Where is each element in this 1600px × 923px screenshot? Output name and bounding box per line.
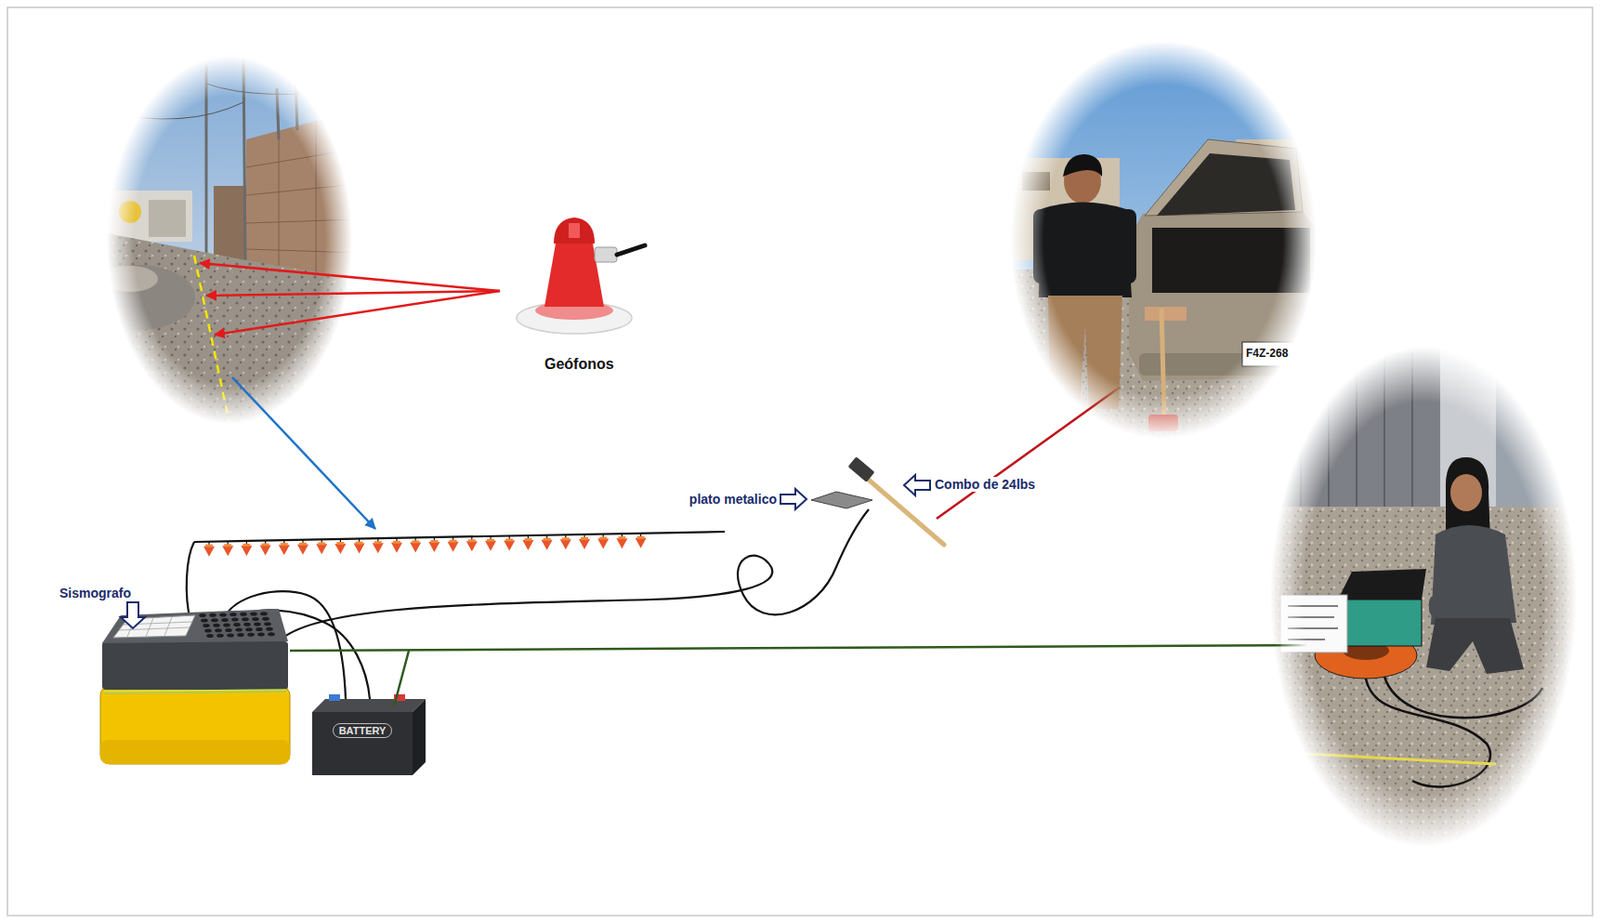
battery-label: BATTERY bbox=[332, 722, 394, 738]
geophone-symbol bbox=[297, 539, 309, 555]
keypad-key bbox=[236, 632, 245, 637]
keypad-key bbox=[253, 622, 262, 627]
geophone-symbol bbox=[522, 535, 534, 551]
keypad-key bbox=[255, 627, 263, 631]
geophone-symbol bbox=[485, 536, 497, 551]
spread-arrow bbox=[232, 377, 376, 529]
geophone-arrows bbox=[199, 262, 500, 335]
street-photo bbox=[83, 51, 358, 437]
keypad-key bbox=[241, 616, 250, 621]
hammer-label: Combo de 24lbs bbox=[932, 476, 1037, 492]
keypad-key bbox=[233, 622, 241, 627]
geophone-symbol bbox=[635, 533, 647, 549]
keypad-key bbox=[202, 623, 210, 628]
plate-pointer bbox=[780, 488, 807, 510]
keypad-key bbox=[247, 632, 255, 637]
keypad-key bbox=[245, 627, 253, 631]
keypad-key bbox=[204, 629, 212, 633]
keypad-key bbox=[239, 612, 248, 617]
keypad-key bbox=[257, 632, 265, 637]
keypad-key bbox=[265, 627, 274, 631]
keypad-key bbox=[212, 623, 221, 628]
keypad-key bbox=[226, 632, 235, 637]
geophone-symbol bbox=[560, 534, 572, 550]
geophone-symbol bbox=[278, 539, 290, 555]
keypad-key bbox=[210, 617, 219, 622]
geophone-symbol bbox=[447, 537, 460, 552]
keypad-key bbox=[235, 628, 243, 632]
metal-plate bbox=[811, 491, 873, 509]
geophone-symbol bbox=[578, 534, 591, 550]
geophone-symbol bbox=[409, 537, 421, 552]
geophone-symbol bbox=[372, 537, 384, 553]
keypad-key bbox=[224, 628, 233, 632]
geophone-symbol bbox=[466, 536, 478, 551]
keypad-key bbox=[209, 613, 217, 617]
geophone-label: Geófonos bbox=[544, 355, 615, 373]
keypad-key bbox=[231, 617, 239, 622]
geophone-icon bbox=[516, 217, 645, 334]
keypad-key bbox=[219, 612, 227, 617]
geophone-symbol bbox=[597, 534, 609, 550]
geophone-symbol bbox=[391, 537, 403, 553]
sledgehammer bbox=[848, 456, 945, 545]
seismograph-label: Sismografo bbox=[59, 585, 132, 601]
keypad-key bbox=[249, 612, 258, 617]
geophone-spread bbox=[203, 533, 647, 557]
geophone-symbol bbox=[503, 535, 515, 551]
keypad-key bbox=[214, 628, 223, 632]
plate-label: plato metalico bbox=[689, 491, 777, 507]
keypad-key bbox=[200, 618, 209, 623]
geophone-symbol bbox=[222, 540, 234, 556]
geophone-symbol bbox=[541, 535, 553, 551]
geophone-symbol bbox=[260, 540, 272, 556]
cables bbox=[186, 509, 869, 699]
seismograph-drawing bbox=[100, 602, 290, 764]
geophone-symbol bbox=[203, 541, 215, 557]
battery-box: BATTERY bbox=[312, 711, 413, 775]
geophone-symbol bbox=[354, 538, 366, 554]
keypad-key bbox=[263, 621, 272, 626]
geophone-symbol bbox=[315, 538, 328, 554]
keypad-key bbox=[222, 622, 231, 627]
keypad-key bbox=[260, 611, 268, 616]
keypad-key bbox=[243, 622, 251, 627]
seismograph-arrow bbox=[289, 644, 1330, 707]
hammer-pointer bbox=[904, 474, 931, 496]
seismograph-photo bbox=[1268, 343, 1580, 851]
keypad-key bbox=[251, 616, 260, 621]
keypad-key bbox=[267, 631, 276, 636]
keypad-key bbox=[221, 617, 229, 622]
keypad-key bbox=[216, 633, 224, 638]
battery-drawing bbox=[312, 694, 426, 775]
keypad-key bbox=[262, 616, 270, 621]
plate-number: F4Z-268 bbox=[1245, 347, 1288, 361]
geophone-symbol bbox=[428, 537, 440, 552]
geophone-symbol bbox=[616, 533, 628, 549]
geophone-symbol bbox=[334, 538, 346, 554]
keypad-key bbox=[198, 613, 207, 617]
geophone-symbol bbox=[240, 540, 252, 556]
keypad-key bbox=[229, 612, 237, 617]
keypad-key bbox=[206, 633, 214, 638]
